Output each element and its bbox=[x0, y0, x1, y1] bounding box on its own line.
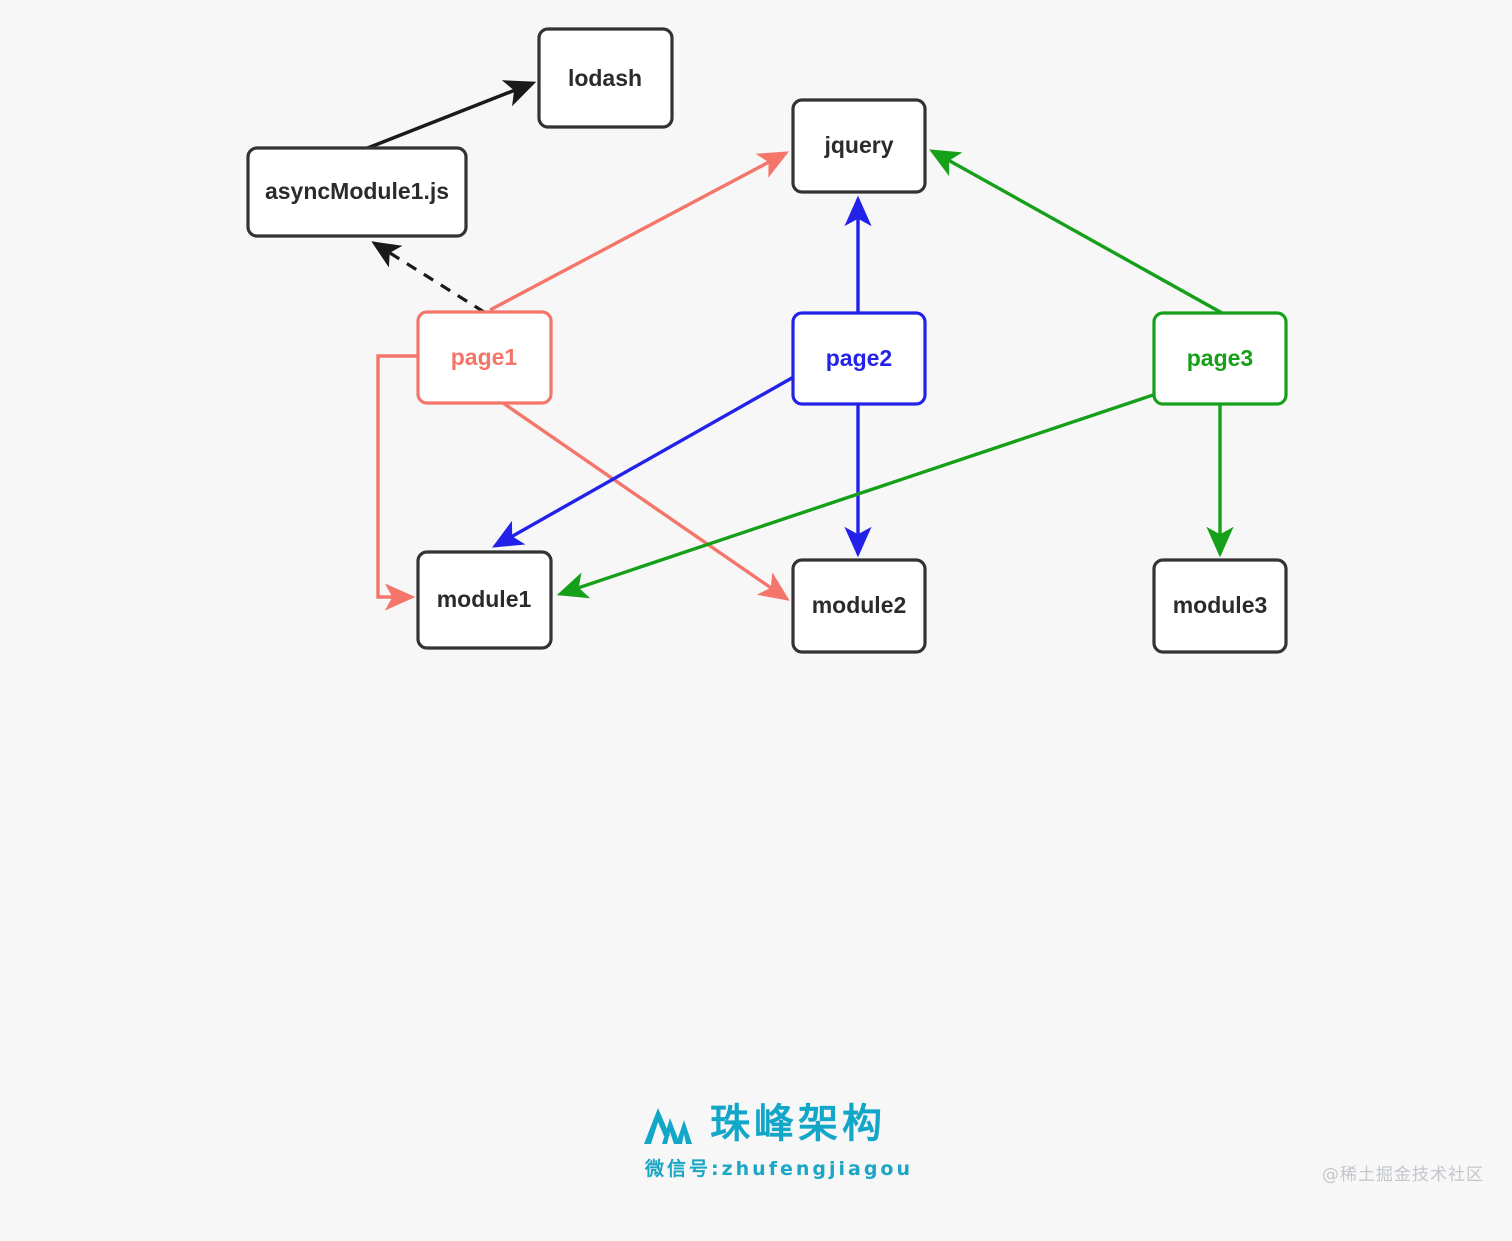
footer: 珠峰架构 微信号:zhufengjiagou @稀土掘金技术社区 bbox=[0, 1082, 1512, 1241]
edge-page1-module2 bbox=[502, 401, 790, 601]
node-lodash[interactable]: lodash bbox=[537, 27, 674, 129]
node-asyncmodule1-label: asyncModule1.js bbox=[265, 178, 449, 204]
edge-page2-module1 bbox=[492, 368, 807, 548]
edge-page1-jquery bbox=[489, 151, 790, 312]
node-module3-label: module3 bbox=[1173, 592, 1268, 618]
node-asyncmodule1-box[interactable] bbox=[246, 146, 468, 238]
edge-page1-asyncmodule1 bbox=[371, 241, 485, 314]
node-jquery-label: jquery bbox=[823, 132, 893, 158]
node-module2[interactable]: module2 bbox=[791, 558, 927, 654]
site-watermark: @稀土掘金技术社区 bbox=[1322, 1165, 1484, 1185]
node-page1[interactable]: page1 bbox=[416, 310, 553, 405]
node-lodash-box[interactable] bbox=[537, 27, 674, 129]
node-module1-label: module1 bbox=[437, 586, 532, 612]
edge-page1-module1 bbox=[376, 354, 418, 611]
node-module2-box[interactable] bbox=[791, 558, 927, 654]
node-module3-box[interactable] bbox=[1152, 558, 1288, 654]
brand-wechat: 微信号:zhufengjiagou bbox=[645, 1158, 914, 1180]
node-lodash-label: lodash bbox=[568, 65, 642, 91]
node-page3-label: page3 bbox=[1187, 345, 1253, 371]
node-page3[interactable]: page3 bbox=[1152, 311, 1288, 406]
node-asyncmodule1[interactable]: asyncModule1.js bbox=[246, 146, 468, 238]
node-jquery-box[interactable] bbox=[791, 98, 927, 194]
node-page1-label: page1 bbox=[451, 344, 518, 370]
node-module2-label: module2 bbox=[812, 592, 907, 618]
terminal-clip: Asset Size Chunks Chunk Names asyncModul… bbox=[0, 744, 1512, 1082]
node-page2-label: page2 bbox=[826, 345, 892, 371]
node-module1-box[interactable] bbox=[416, 550, 553, 650]
node-jquery[interactable]: jquery bbox=[791, 98, 927, 194]
node-page2-box[interactable] bbox=[791, 311, 927, 406]
dependency-diagram: lodash asyncModule1.js jquery page1 page… bbox=[246, 27, 1288, 654]
node-page1-box[interactable] bbox=[416, 310, 553, 405]
node-module1[interactable]: module1 bbox=[416, 550, 553, 650]
mountain-icon bbox=[644, 1108, 692, 1144]
brand-logo: 珠峰架构 bbox=[640, 1100, 886, 1148]
edge-layer bbox=[364, 80, 1234, 611]
edge-page3-jquery bbox=[929, 149, 1223, 315]
node-layer: lodash asyncModule1.js jquery page1 page… bbox=[246, 27, 1288, 654]
node-page2[interactable]: page2 bbox=[791, 311, 927, 406]
node-module3[interactable]: module3 bbox=[1152, 558, 1288, 654]
edge-page3-module1 bbox=[556, 388, 1169, 599]
edge-asyncmodule1-lodash bbox=[364, 80, 537, 151]
node-page3-box[interactable] bbox=[1152, 311, 1288, 406]
brand-name: 珠峰架构 bbox=[710, 1101, 886, 1147]
